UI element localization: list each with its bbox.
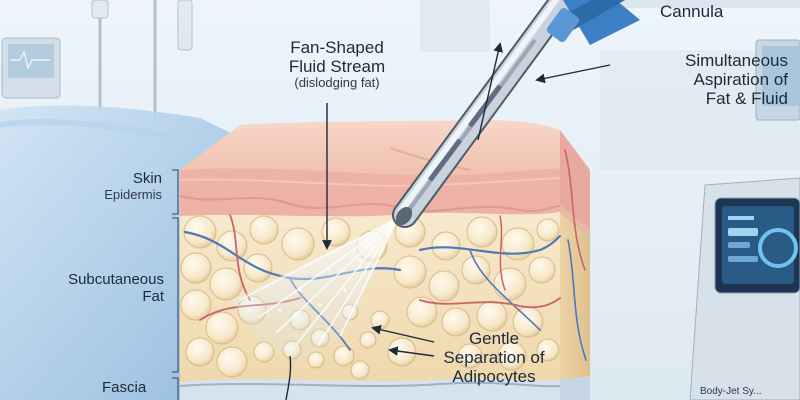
cannula bbox=[392, 0, 640, 228]
bed-sheet bbox=[0, 105, 235, 400]
adipocyte-cell bbox=[528, 256, 556, 284]
skin-surface bbox=[180, 120, 560, 176]
adipocyte-cell bbox=[180, 289, 212, 321]
adipocyte-cell bbox=[209, 267, 243, 301]
adipocyte-cell bbox=[180, 252, 212, 284]
dermis-layer bbox=[180, 168, 560, 217]
background-equipment bbox=[1, 0, 800, 120]
adipocyte-cell bbox=[216, 346, 248, 378]
adipocyte-cell bbox=[281, 227, 315, 261]
adipocyte-cell bbox=[185, 337, 215, 367]
annotation-arrows bbox=[285, 42, 611, 400]
adipocyte-cell bbox=[216, 230, 248, 262]
aspiration-label: Simultaneous Aspiration of Fat & Fluid bbox=[684, 51, 788, 109]
skin-label: Skin Epidermis bbox=[104, 170, 162, 202]
adipocyte-cell bbox=[350, 360, 370, 380]
fan-stream-label: Fan-Shaped Fluid Stream (dislodging fat) bbox=[288, 38, 386, 91]
adipocyte-cell bbox=[249, 215, 279, 245]
adipocyte-cell bbox=[457, 343, 483, 369]
body-jet-device bbox=[600, 39, 800, 400]
device-label: Body-Jet Sy... bbox=[700, 386, 762, 397]
adipocyte-cell bbox=[501, 227, 535, 261]
cannula-label: Cannula bbox=[660, 2, 724, 21]
adipocyte-cell bbox=[536, 338, 560, 362]
adipocyte-cell bbox=[493, 267, 527, 301]
adipocyte-cell bbox=[370, 310, 390, 330]
adipocyte-separation-label: Gentle Separation of Adipocytes bbox=[443, 329, 545, 387]
subcutaneous-fat-label: Subcutaneous Fat bbox=[68, 271, 164, 305]
adipocyte-cell bbox=[205, 311, 239, 345]
adipocyte-cell bbox=[428, 270, 460, 302]
adipocyte-cell bbox=[497, 341, 527, 371]
fascia-label: Fascia bbox=[102, 379, 147, 396]
adipocyte-cell bbox=[359, 331, 377, 349]
adipocyte-cell bbox=[393, 255, 427, 289]
fluid-stream bbox=[232, 217, 399, 360]
adipocyte-cell bbox=[321, 217, 351, 247]
adipocyte-cell bbox=[476, 300, 508, 332]
adipocyte-cell bbox=[536, 218, 560, 242]
adipocyte-cell bbox=[333, 345, 355, 367]
adipocyte-cell bbox=[406, 296, 438, 328]
adipocyte-cell bbox=[307, 351, 325, 369]
adipocyte-cell bbox=[431, 231, 461, 261]
adipocyte-cell bbox=[441, 307, 471, 337]
adipocyte-cell bbox=[466, 216, 498, 248]
layer-brackets bbox=[172, 169, 179, 400]
adipocyte-cell bbox=[461, 255, 491, 285]
